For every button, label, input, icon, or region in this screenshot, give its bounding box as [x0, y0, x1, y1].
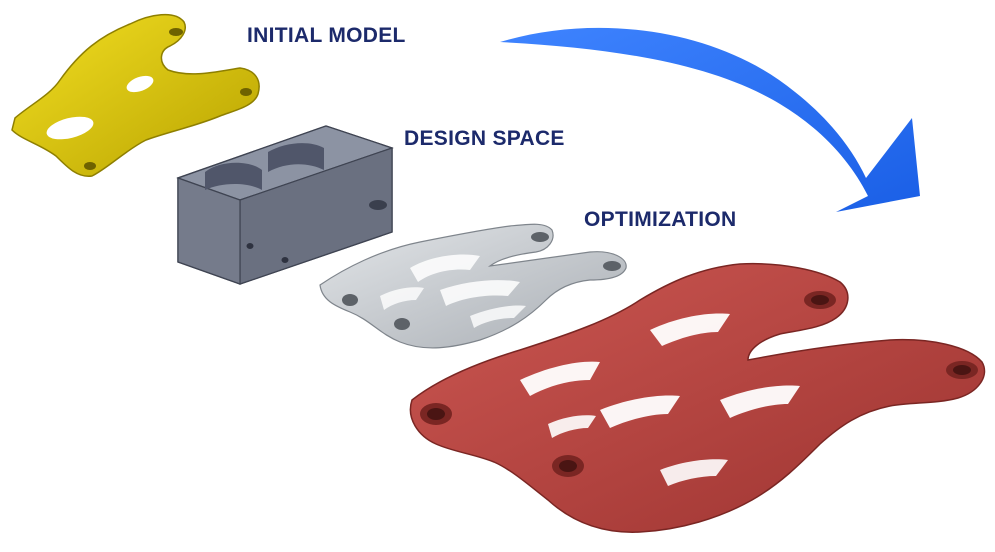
optimization-part: [319, 223, 627, 349]
curved-arrow-icon: [500, 27, 920, 212]
initial-model-part: [11, 13, 260, 177]
design-space-label: DESIGN SPACE: [404, 127, 565, 150]
design-space-block: [176, 125, 394, 285]
optimization-label: OPTIMIZATION: [584, 208, 737, 231]
final-optimized-part: [409, 262, 986, 533]
initial-model-label: INITIAL MODEL: [247, 24, 406, 47]
